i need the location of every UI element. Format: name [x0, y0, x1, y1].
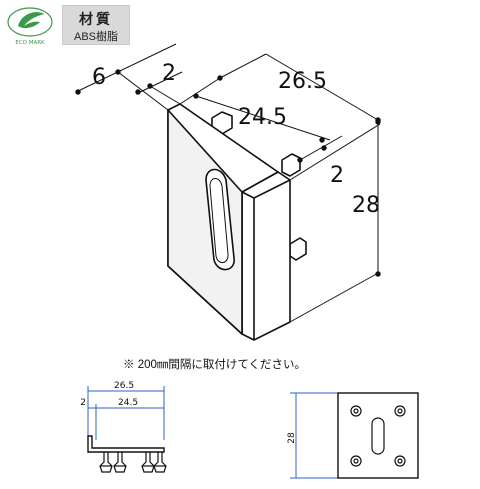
dim-pin-offset: 2: [330, 163, 344, 188]
material-value: ABS樹脂: [73, 31, 118, 43]
side-dim-offset: 2: [80, 398, 86, 408]
leaf-icon: [18, 12, 44, 29]
front-dim-height: 28: [287, 432, 297, 444]
material-badge: 材質 ABS樹脂: [62, 5, 130, 45]
dim-height: 28: [352, 193, 380, 218]
eco-mark-logo: ECO MARK: [7, 7, 53, 46]
front-view-plate: [337, 392, 419, 479]
dim-width-inner: 24.5: [238, 105, 287, 130]
dim-offset: 2: [162, 61, 176, 86]
dim-width-outer: 26.5: [278, 69, 327, 94]
rear-pins: [211, 111, 307, 261]
side-dim-width-inner: 24.5: [118, 398, 138, 408]
side-dim-width-outer: 26.5: [114, 381, 134, 391]
side-view-profile: [87, 435, 165, 453]
installation-note: ※ 200㎜間隔に取付けてください。: [123, 359, 307, 371]
dim-thickness: 6: [92, 65, 106, 90]
bracket-illustration: [167, 103, 307, 341]
logo-badge-text: ECO MARK: [15, 40, 45, 46]
front-view-screw-holes: [350, 405, 406, 467]
side-view-pins: [99, 452, 167, 473]
front-view-slot: [371, 417, 385, 455]
isometric-drawing: 6 2 26.5 24.5 2 28: [75, 43, 381, 341]
dimension-lines: [75, 43, 381, 323]
material-title: 材質: [79, 11, 113, 27]
